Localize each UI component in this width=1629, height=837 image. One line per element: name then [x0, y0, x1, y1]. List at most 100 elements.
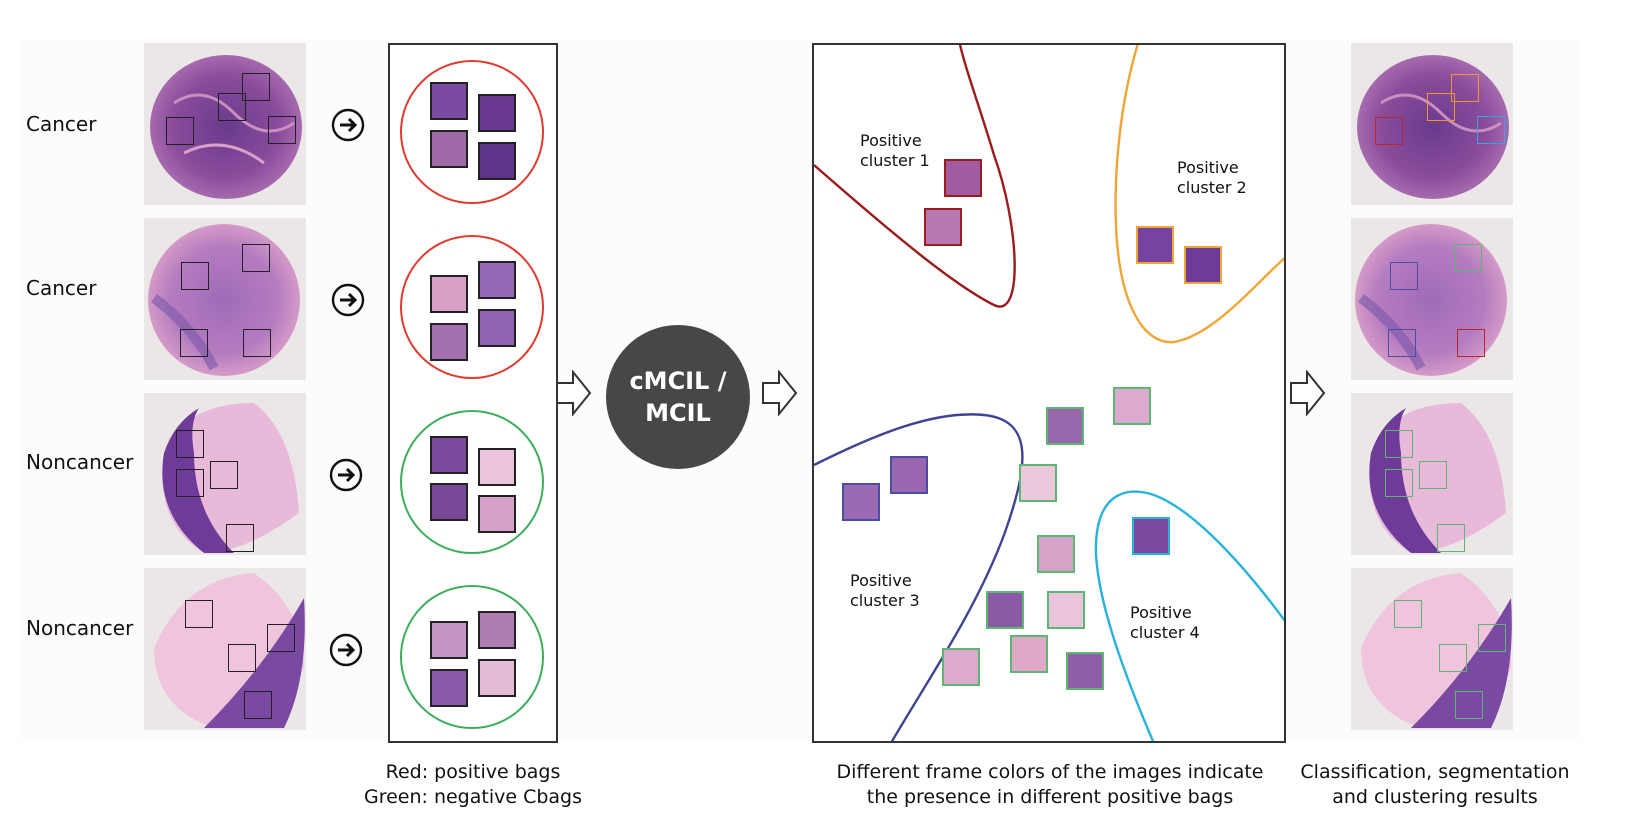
tissue-core	[1369, 403, 1506, 553]
roi-box	[180, 329, 208, 357]
cluster-1-boundary	[814, 45, 1016, 308]
instance-patch	[430, 275, 468, 313]
roi-box	[242, 244, 270, 272]
tissue-core	[1361, 573, 1512, 728]
result-image-noncancer-1	[1351, 393, 1513, 555]
cluster-4-boundary	[1094, 490, 1284, 741]
outlined-block-right-arrow-icon	[556, 370, 592, 416]
roi-box	[226, 524, 254, 552]
positive-bag	[400, 235, 544, 379]
roi-box-cluster-3	[1388, 329, 1416, 357]
instance-patch	[478, 94, 516, 132]
negative-bag	[400, 410, 544, 554]
tissue-core	[1357, 55, 1509, 199]
instance-patch	[430, 621, 468, 659]
instance-patch	[478, 611, 516, 649]
instance-patch	[430, 669, 468, 707]
cluster-4-patch	[1132, 517, 1170, 555]
negative-patch	[1113, 387, 1151, 425]
method-node: cMCIL / MCIL	[606, 325, 750, 469]
tissue-core	[154, 573, 305, 728]
tissue-core	[1355, 224, 1507, 376]
caption-clusters: Different frame colors of the images ind…	[836, 761, 1264, 808]
instance-patch	[430, 436, 468, 474]
roi-box	[228, 644, 256, 672]
outlined-block-right-arrow-icon	[1290, 370, 1326, 416]
instance-patch	[430, 323, 468, 361]
negative-patch	[1046, 407, 1084, 445]
roi-box	[176, 430, 204, 458]
roi-box-negative	[1419, 461, 1447, 489]
instance-patch	[478, 659, 516, 697]
roi-box-cluster-2	[1451, 74, 1479, 102]
tissue-image-cancer-2	[144, 218, 306, 380]
roi-box-negative	[1439, 644, 1467, 672]
instance-patch	[430, 82, 468, 120]
row-label-3: Noncancer	[26, 450, 134, 474]
row-label-4: Noncancer	[26, 616, 134, 640]
negative-patch	[942, 648, 980, 686]
cluster-1-patch	[924, 208, 962, 246]
row-label-2: Cancer	[26, 276, 97, 300]
cluster-2-patch	[1184, 246, 1222, 284]
negative-patch	[986, 591, 1024, 629]
roi-box	[176, 469, 204, 497]
result-image-cancer-1	[1351, 43, 1513, 205]
cluster-3-patch	[890, 456, 928, 494]
roi-box	[268, 116, 296, 144]
cluster-2-label: Positive cluster 2	[1177, 158, 1247, 197]
caption-bags: Red: positive bags Green: negative Cbags	[363, 761, 583, 808]
circled-right-arrow-icon	[329, 633, 363, 667]
tissue-core	[162, 403, 299, 553]
roi-box	[181, 262, 209, 290]
roi-box	[166, 117, 194, 145]
instance-patch	[478, 309, 516, 347]
instance-patch	[478, 448, 516, 486]
instance-patch	[430, 130, 468, 168]
roi-box-negative	[1385, 469, 1413, 497]
result-image-cancer-2	[1351, 218, 1513, 380]
cluster-4-label: Positive cluster 4	[1130, 603, 1200, 642]
instance-patch	[430, 483, 468, 521]
roi-box-cluster-4	[1477, 116, 1505, 144]
tissue-image-noncancer-2	[144, 568, 306, 730]
negative-patch	[1019, 464, 1057, 502]
negative-patch	[1066, 652, 1104, 690]
roi-box	[185, 600, 213, 628]
roi-box-negative	[1385, 430, 1413, 458]
roi-box-cluster-2	[1427, 93, 1455, 121]
roi-box-cluster-3	[1390, 262, 1418, 290]
cluster-2-patch	[1136, 226, 1174, 264]
roi-box-negative	[1454, 244, 1482, 272]
roi-box-cluster-1	[1457, 329, 1485, 357]
instance-patch	[478, 495, 516, 533]
roi-box	[244, 691, 272, 719]
circled-right-arrow-icon	[331, 283, 365, 317]
roi-box	[210, 461, 238, 489]
roi-box-negative	[1478, 624, 1506, 652]
roi-box	[218, 93, 246, 121]
tissue-core	[148, 224, 300, 376]
caption-results: Classification, segmentation and cluster…	[1300, 761, 1570, 808]
instance-patch	[478, 142, 516, 180]
roi-box	[242, 73, 270, 101]
instance-patch	[478, 261, 516, 299]
roi-box-negative	[1437, 524, 1465, 552]
result-image-noncancer-2	[1351, 568, 1513, 730]
circled-right-arrow-icon	[329, 458, 363, 492]
positive-bag	[400, 60, 544, 204]
negative-bag	[400, 585, 544, 729]
roi-box	[267, 624, 295, 652]
roi-box-negative	[1455, 691, 1483, 719]
negative-patch	[1037, 535, 1075, 573]
cluster-2-boundary	[1114, 45, 1284, 344]
roi-box-negative	[1394, 600, 1422, 628]
tissue-image-cancer-1	[144, 43, 306, 205]
negative-patch	[1047, 591, 1085, 629]
row-label-1: Cancer	[26, 112, 97, 136]
cluster-1-patch	[944, 159, 982, 197]
negative-patch	[1010, 635, 1048, 673]
tissue-image-noncancer-1	[144, 393, 306, 555]
cluster-3-patch	[842, 483, 880, 521]
cluster-panel: Positive cluster 1 Positive cluster 2 Po…	[812, 43, 1286, 743]
